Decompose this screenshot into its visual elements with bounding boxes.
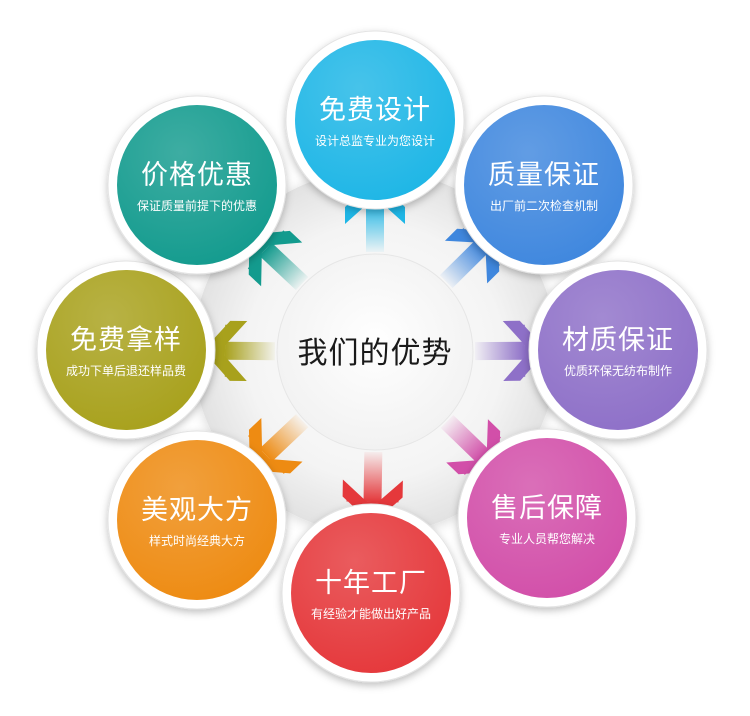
node-disc bbox=[291, 513, 451, 673]
node-free-sample: 免费拿样 成功下单后退还样品费 bbox=[46, 270, 206, 430]
node-backgrounds bbox=[36, 30, 708, 683]
node-subtitle: 样式时尚经典大方 bbox=[148, 534, 245, 548]
node-subtitle: 有经验才能做出好产品 bbox=[310, 607, 431, 621]
node-price-discount: 价格优惠 保证质量前提下的优惠 bbox=[117, 105, 277, 265]
node-title: 免费拿样 bbox=[70, 325, 182, 356]
node-free-design: 免费设计 设计总监专业为您设计 bbox=[295, 40, 455, 200]
node-disc bbox=[117, 105, 277, 265]
node-material-guarantee: 材质保证 优质环保无纺布制作 bbox=[538, 270, 698, 430]
node-title: 十年工厂 bbox=[315, 568, 427, 599]
node-subtitle: 成功下单后退还样品费 bbox=[65, 364, 186, 378]
node-subtitle: 设计总监专业为您设计 bbox=[314, 134, 435, 148]
node-title: 售后保障 bbox=[491, 493, 603, 524]
node-disc bbox=[467, 438, 627, 598]
node-disc bbox=[46, 270, 206, 430]
node-beautiful: 美观大方 样式时尚经典大方 bbox=[117, 440, 277, 600]
node-title: 材质保证 bbox=[562, 325, 674, 356]
node-title: 质量保证 bbox=[488, 160, 600, 191]
node-disc bbox=[538, 270, 698, 430]
node-subtitle: 优质环保无纺布制作 bbox=[563, 364, 672, 378]
node-title: 免费设计 bbox=[319, 95, 431, 126]
node-ten-year-factory: 十年工厂 有经验才能做出好产品 bbox=[291, 513, 451, 673]
node-disc bbox=[295, 40, 455, 200]
node-subtitle: 出厂前二次检查机制 bbox=[489, 199, 598, 213]
node-subtitle: 保证质量前提下的优惠 bbox=[136, 199, 257, 213]
node-quality-guarantee: 质量保证 出厂前二次检查机制 bbox=[464, 105, 624, 265]
node-disc bbox=[117, 440, 277, 600]
node-disc bbox=[464, 105, 624, 265]
center-title: 我们的优势 bbox=[297, 336, 453, 371]
node-subtitle: 专业人员帮您解决 bbox=[498, 532, 595, 546]
node-title: 美观大方 bbox=[141, 495, 253, 526]
node-after-sales: 售后保障 专业人员帮您解决 bbox=[467, 438, 627, 598]
node-title: 价格优惠 bbox=[141, 160, 253, 191]
inner-disc bbox=[276, 253, 474, 451]
